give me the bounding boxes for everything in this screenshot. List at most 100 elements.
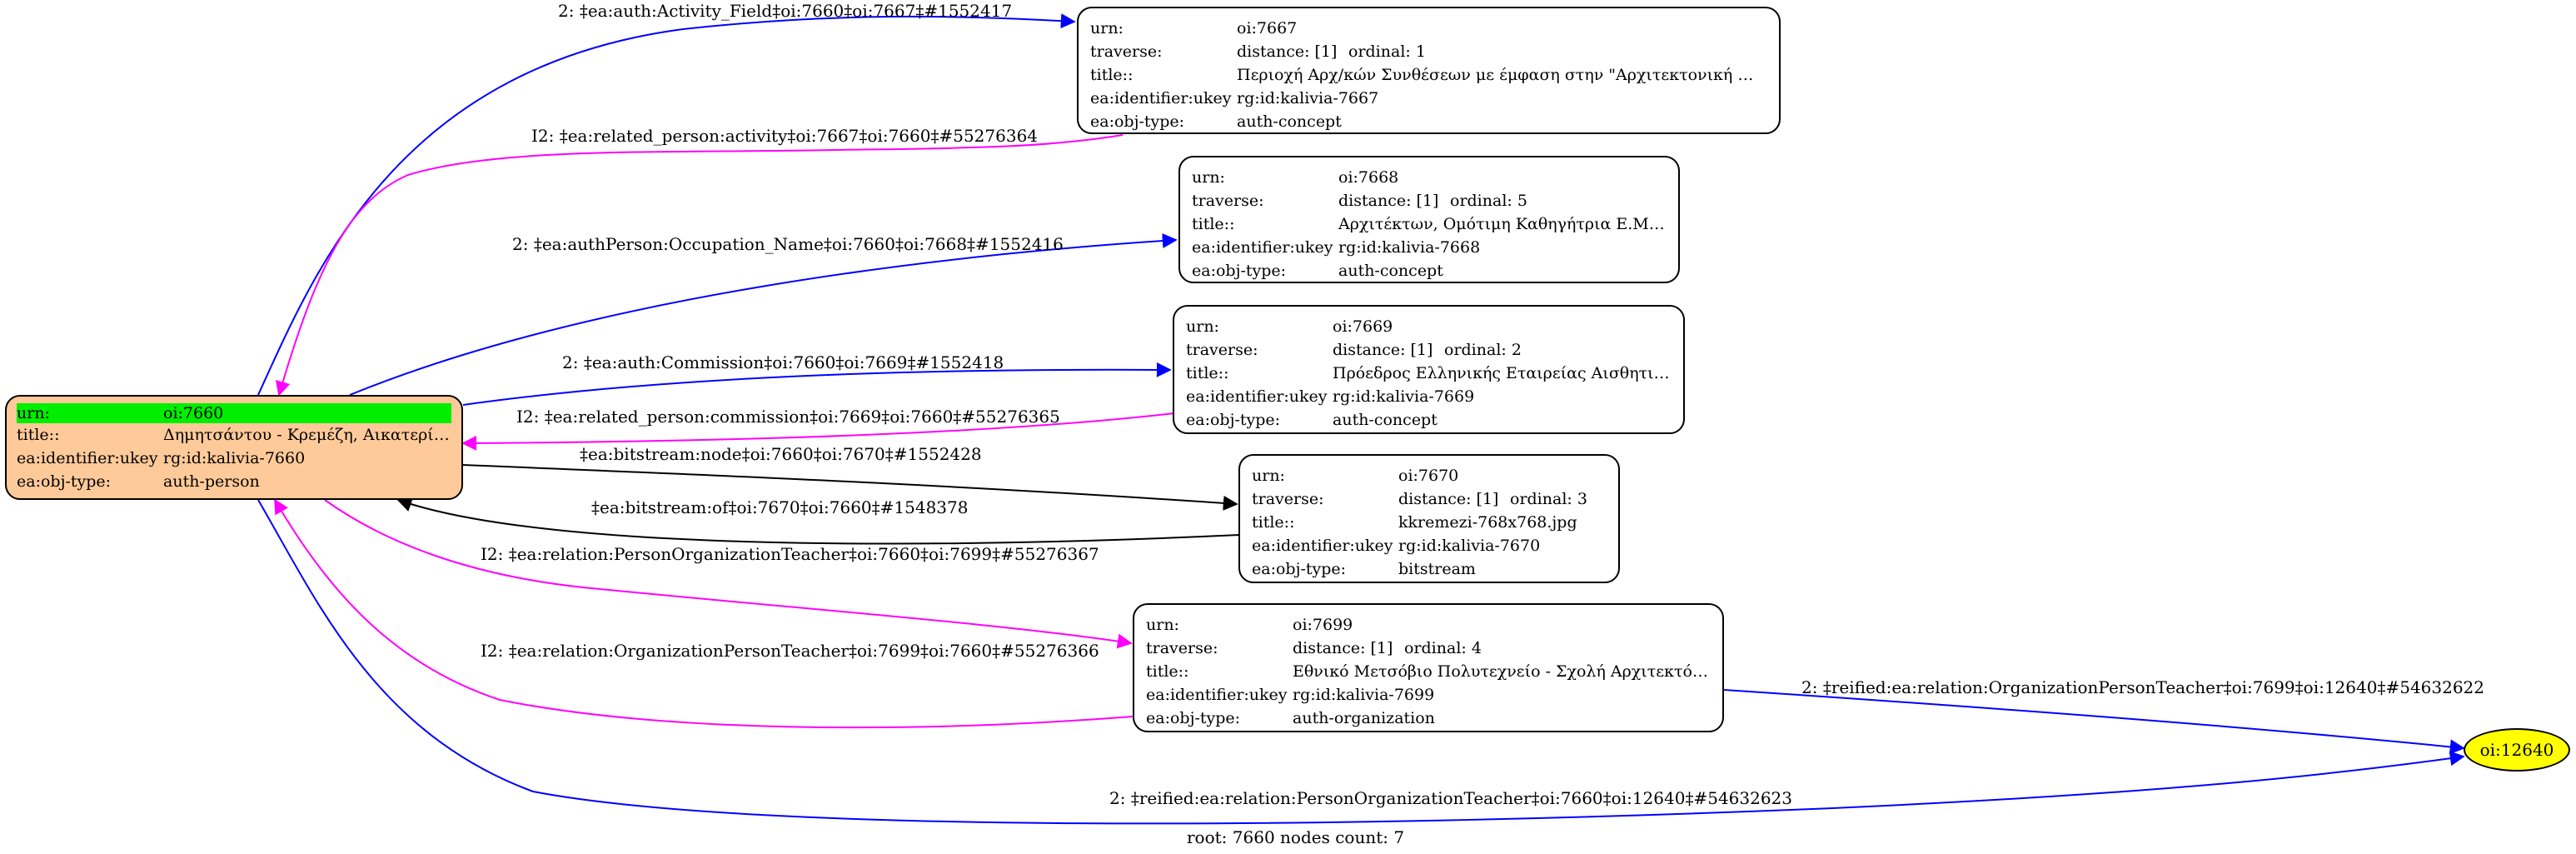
title-label: title::	[1090, 66, 1134, 84]
urn-value: oi:7670	[1398, 467, 1459, 485]
type-label: ea:obj-type:	[17, 472, 112, 491]
edge-label-organization-person-teacher: I2: ‡ea:relation:OrganizationPersonTeach…	[481, 641, 1099, 661]
ukey-value: rg:id:kalivia-7660	[163, 449, 306, 467]
edge-related-person-commission	[461, 412, 1175, 451]
edge-commission	[462, 362, 1172, 406]
title-label: title::	[1186, 364, 1229, 382]
node-7670-urn-row: urn: oi:7670	[1252, 464, 1607, 487]
title-value: Εθνικό Μετσόβιο Πολυτεχνείο - Σχολή Αρχι…	[1293, 662, 1711, 681]
ukey-value: rg:id:kalivia-7668	[1338, 238, 1481, 257]
distance-value: distance: [1]	[1338, 192, 1439, 210]
node-7670-title-row: title::kkremezi-768x768.jpg	[1252, 511, 1607, 534]
distance-value: distance: [1]	[1333, 341, 1433, 359]
urn-label: urn:	[1252, 467, 1285, 485]
node-7667-urn-row: urn:oi:7667	[1090, 17, 1767, 40]
urn-label: urn:	[17, 404, 50, 422]
ukey-label: ea:identifier:ukey	[1186, 387, 1328, 406]
distance-value: distance: [1]	[1398, 490, 1499, 508]
node-7660-type-row: ea:obj-type: auth-person	[17, 470, 451, 493]
node-7668-type-row: ea:obj-type:auth-concept	[1192, 259, 1667, 282]
ukey-label: ea:identifier:ukey	[1090, 89, 1232, 107]
node-7668-ukey-row: ea:identifier:ukey rg:id:kalivia-7668	[1192, 236, 1667, 259]
urn-label: urn:	[1192, 168, 1225, 187]
traverse-label: traverse:	[1192, 192, 1264, 210]
title-label: title::	[1146, 662, 1189, 681]
ordinal-value: ordinal: 4	[1404, 639, 1482, 657]
ukey-value: rg:id:kalivia-7669	[1333, 387, 1475, 406]
type-value: auth-person	[163, 472, 260, 491]
node-7670[interactable]: urn: oi:7670 traverse: distance: [1] ordina…	[1238, 454, 1620, 583]
type-value: auth-concept	[1333, 411, 1437, 429]
edge-related-person-activity	[275, 134, 1124, 397]
ordinal-value: ordinal: 1	[1348, 42, 1426, 61]
node-7668[interactable]: urn:oi:7668 traverse:distance: [1]ordina…	[1178, 156, 1680, 283]
ukey-label: ea:identifier:ukey	[1192, 238, 1333, 257]
node-7669-title-row: title::Πρόεδρος Ελληνικής Εταιρείας Αισθ…	[1186, 362, 1672, 385]
distance-value: distance: [1]	[1293, 639, 1393, 657]
edge-person-organization-teacher	[324, 499, 1133, 649]
node-7660[interactable]: urn: oi:7660 title:: Δημητσάντου - Κρεμέ…	[5, 395, 463, 500]
urn-label: urn:	[1090, 19, 1124, 37]
node-7699-traverse-row: traverse: distance: [1] ordinal: 4	[1146, 637, 1711, 660]
title-value: kkremezi-768x768.jpg	[1398, 513, 1577, 532]
title-value: Πρόεδρος Ελληνικής Εταιρείας Αισθητικής	[1333, 364, 1672, 382]
node-12640[interactable]: oi:12640	[2464, 728, 2570, 772]
urn-value: oi:7699	[1293, 616, 1353, 634]
title-label: title::	[17, 426, 60, 444]
node-7667-ukey-row: ea:identifier:ukey rg:id:kalivia-7667	[1090, 87, 1767, 110]
ordinal-value: ordinal: 3	[1510, 490, 1587, 508]
node-7699[interactable]: urn:oi:7699 traverse: distance: [1] ordina…	[1133, 603, 1724, 732]
title-value: Αρχιτέκτων, Ομότιμη Καθηγήτρια Ε.Μ.Π.	[1338, 215, 1667, 233]
node-7669[interactable]: urn:oi:7669 traverse:distance: [1]ordina…	[1173, 305, 1685, 434]
node-7669-type-row: ea:obj-type: auth-concept	[1186, 408, 1672, 432]
urn-label: urn:	[1186, 317, 1219, 336]
urn-value: oi:7669	[1333, 317, 1393, 336]
edge-label-activity-field: 2: ‡ea:auth:Activity_Field‡oi:7660‡oi:76…	[558, 1, 1012, 21]
title-label: title::	[1192, 215, 1235, 233]
ukey-label: ea:identifier:ukey	[1146, 686, 1288, 704]
urn-value: oi:7660	[163, 404, 224, 422]
edge-label-person-organization-teacher: I2: ‡ea:relation:PersonOrganizationTeach…	[481, 544, 1099, 564]
traverse-label: traverse:	[1252, 490, 1324, 508]
ukey-value: rg:id:kalivia-7667	[1237, 89, 1379, 107]
traverse-label: traverse:	[1090, 42, 1163, 61]
ukey-label: ea:identifier:ukey	[17, 449, 158, 467]
ordinal-value: ordinal: 2	[1444, 341, 1522, 359]
edge-label-bitstream-of: ‡ea:bitstream:of‡oi:7670‡oi:7660‡#154837…	[591, 497, 968, 517]
urn-value: oi:7668	[1338, 168, 1399, 187]
edge-label-related-person-activity: I2: ‡ea:related_person:activity‡oi:7667‡…	[531, 126, 1038, 146]
node-7670-traverse-row: traverse: distance: [1] ordinal: 3	[1252, 487, 1607, 511]
node-7667[interactable]: urn:oi:7667 traverse:distance: [1]ordina…	[1077, 7, 1781, 134]
node-7667-title-row: title::Περιοχή Αρχ/κών Συνθέσεων με έμφα…	[1090, 63, 1767, 87]
type-value: auth-concept	[1237, 112, 1342, 131]
graph-footer: root: 7660 nodes count: 7	[1187, 827, 1405, 847]
edge-bitstream-node	[462, 464, 1238, 511]
node-7667-type-row: ea:obj-type:auth-concept	[1090, 110, 1767, 133]
edge-organization-person-teacher	[274, 498, 1134, 729]
type-label: ea:obj-type:	[1146, 709, 1241, 727]
node-7660-title-row: title:: Δημητσάντου - Κρεμέζη, Αικατερίν…	[17, 423, 451, 447]
edge-label-reified-organization-person-teacher: 2: ‡reified:ea:relation:OrganizationPers…	[1801, 677, 2484, 697]
traverse-label: traverse:	[1146, 639, 1218, 657]
type-value: auth-organization	[1293, 709, 1435, 727]
edge-occupation-name	[349, 233, 1178, 396]
edge-label-occupation-name: 2: ‡ea:authPerson:Occupation_Name‡oi:766…	[512, 234, 1064, 254]
edge-reified-person-organization-teacher	[257, 499, 2465, 825]
type-label: ea:obj-type:	[1186, 411, 1281, 429]
edge-label-bitstream-node: ‡ea:bitstream:node‡oi:7660‡oi:7670‡#1552…	[580, 444, 982, 464]
edge-activity-field	[257, 13, 1076, 396]
node-7669-ukey-row: ea:identifier:ukey rg:id:kalivia-7669	[1186, 385, 1672, 408]
node-7699-type-row: ea:obj-type: auth-organization	[1146, 707, 1711, 730]
node-7669-traverse-row: traverse:distance: [1]ordinal: 2	[1186, 338, 1672, 362]
node-7667-traverse-row: traverse:distance: [1]ordinal: 1	[1090, 40, 1767, 63]
node-7660-ukey-row: ea:identifier:ukey rg:id:kalivia-7660	[17, 447, 451, 470]
title-value: Περιοχή Αρχ/κών Συνθέσεων με έμφαση στην…	[1237, 66, 1767, 84]
node-7668-urn-row: urn: oi:7668	[1192, 166, 1667, 189]
node-7699-urn-row: urn:oi:7699	[1146, 613, 1711, 637]
title-value: Δημητσάντου - Κρεμέζη, Αικατερίνη	[163, 426, 451, 444]
node-7668-traverse-row: traverse:distance: [1]ordinal: 5	[1192, 189, 1667, 212]
title-label: title::	[1252, 513, 1295, 532]
